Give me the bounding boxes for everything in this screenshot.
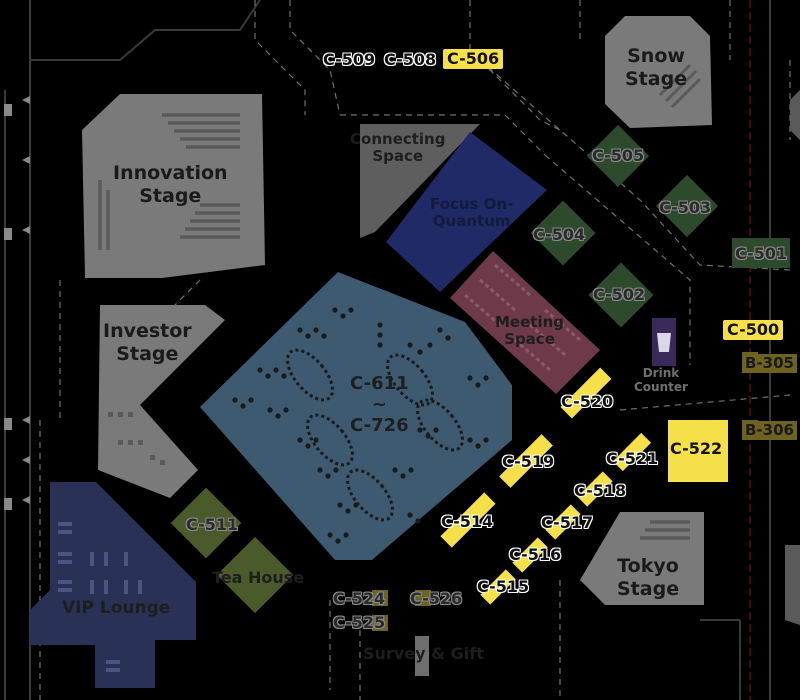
drink-counter-label: Drink Counter bbox=[634, 366, 688, 394]
focus-on-quantum-label: Focus On- Quantum bbox=[430, 195, 514, 230]
booth-c514-label[interactable]: C-514 bbox=[441, 512, 494, 531]
booth-c525-label[interactable]: C-525 bbox=[333, 613, 386, 632]
booth-c516-label[interactable]: C-516 bbox=[509, 545, 562, 564]
cup-icon bbox=[657, 333, 671, 352]
focus-on-quantum-area[interactable] bbox=[386, 132, 547, 292]
main-block-table-rings bbox=[286, 348, 464, 522]
booth-c519-label[interactable]: C-519 bbox=[502, 452, 555, 471]
snow-stage-label: Snow Stage bbox=[625, 45, 688, 90]
booth-c524-label[interactable]: C-524 bbox=[333, 589, 386, 608]
booth-c517-label[interactable]: C-517 bbox=[541, 513, 594, 532]
investor-stage-area[interactable] bbox=[98, 305, 225, 498]
tokyo-stage-label: Tokyo Stage bbox=[617, 555, 680, 600]
tea-house-label: Tea House bbox=[212, 568, 305, 587]
door-markers bbox=[4, 96, 30, 510]
main-block-area[interactable] bbox=[200, 272, 512, 560]
booth-c511-label[interactable]: C-511 bbox=[186, 515, 239, 534]
connecting-space-area[interactable] bbox=[360, 124, 480, 238]
right-edge-block-2 bbox=[785, 545, 800, 625]
booth-c520-label[interactable]: C-520 bbox=[561, 392, 614, 411]
booth-c522-label[interactable]: C-522 bbox=[670, 439, 723, 458]
booth-c501-label[interactable]: C-501 bbox=[735, 244, 788, 263]
highlighted-booth-strips[interactable] bbox=[440, 367, 728, 605]
booth-c504-label[interactable]: C-504 bbox=[533, 225, 586, 244]
booth-c505-area[interactable] bbox=[586, 124, 650, 188]
booth-c508-label[interactable]: C-508 bbox=[384, 50, 437, 69]
booth-c509-label[interactable]: C-509 bbox=[323, 50, 376, 69]
investor-stage-label: Investor Stage bbox=[103, 320, 192, 365]
booth-c504-area[interactable] bbox=[530, 200, 596, 266]
booth-c501-area[interactable] bbox=[732, 238, 790, 268]
booth-c511-area[interactable] bbox=[170, 487, 242, 559]
connecting-space-label: Connecting Space bbox=[350, 130, 446, 165]
vip-lounge-furniture bbox=[58, 522, 142, 672]
survey-gift-booth[interactable] bbox=[415, 636, 429, 676]
main-block-label: C-611 ~ C-726 bbox=[350, 373, 409, 436]
booth-c506-label[interactable]: C-506 bbox=[443, 49, 504, 69]
meeting-space-tables bbox=[464, 263, 581, 372]
booth-c503-label[interactable]: C-503 bbox=[659, 198, 712, 217]
tea-house-area[interactable] bbox=[216, 536, 294, 614]
main-block-tables bbox=[232, 307, 489, 544]
investor-stage-seats bbox=[108, 412, 165, 465]
booth-b305-label[interactable]: B-305 bbox=[742, 354, 797, 373]
snow-stage-area[interactable] bbox=[605, 16, 712, 128]
tokyo-stage-area[interactable] bbox=[580, 512, 704, 605]
right-edge-block bbox=[790, 90, 800, 140]
booth-c515-label[interactable]: C-515 bbox=[477, 577, 530, 596]
booth-c521-label[interactable]: C-521 bbox=[606, 449, 659, 468]
tokyo-stage-hatch bbox=[640, 520, 690, 540]
booth-b306-label[interactable]: B-306 bbox=[742, 421, 797, 440]
booth-c518-label[interactable]: C-518 bbox=[574, 481, 627, 500]
aisle-dashed-lines bbox=[39, 0, 791, 700]
vip-lounge-label: VIP Lounge bbox=[62, 598, 171, 618]
booth-c502-area[interactable] bbox=[588, 262, 654, 328]
survey-gift-label: Survey & Gift bbox=[363, 644, 484, 663]
booth-c503-area[interactable] bbox=[655, 174, 719, 238]
snow-stage-hatch bbox=[658, 63, 702, 109]
booth-c526-label[interactable]: C-526 bbox=[410, 589, 463, 608]
wall-lines bbox=[4, 0, 771, 700]
booth-c505-label[interactable]: C-505 bbox=[592, 146, 645, 165]
meeting-space-label: Meeting Space bbox=[495, 313, 565, 348]
booth-c502-label[interactable]: C-502 bbox=[593, 285, 646, 304]
innovation-stage-label: Innovation Stage bbox=[113, 162, 228, 207]
innovation-stage-hatch bbox=[98, 113, 240, 250]
booth-c500-label[interactable]: C-500 bbox=[723, 320, 784, 340]
